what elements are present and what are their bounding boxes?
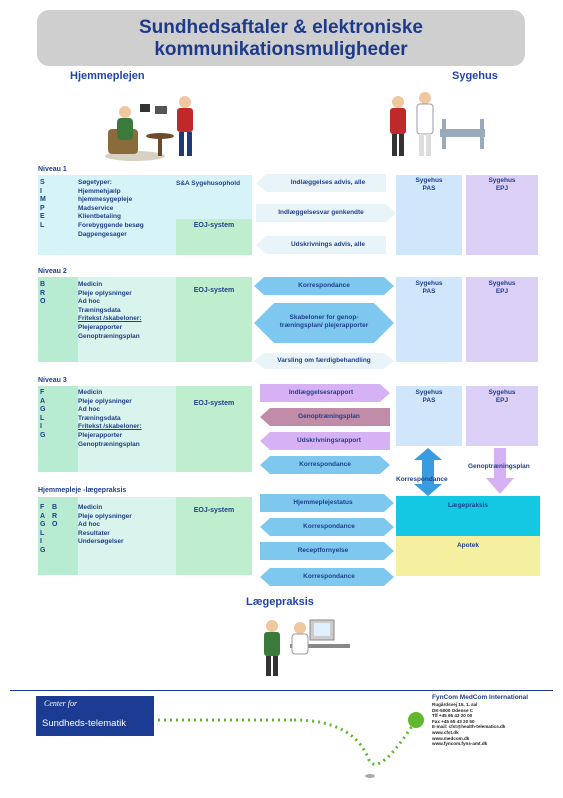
footer-divider	[10, 690, 553, 691]
level1-sa-label: S&A Sygehusophold	[176, 180, 241, 187]
arrow-indlaeggelses-advis: Indlæggelses advis, alle	[290, 179, 366, 186]
level3-vertical-arrows	[414, 448, 514, 496]
apotek-box: Apotek	[396, 536, 540, 576]
level3-arrows	[260, 384, 390, 474]
header-laegepraksis: Lægepraksis	[246, 596, 314, 608]
doctor-illustration	[264, 619, 350, 676]
level1-label: Niveau 1	[38, 166, 67, 173]
logo-center-for: Center for	[44, 699, 78, 708]
home-care-illustration	[105, 96, 193, 161]
level3-korrespondance-label: Korrespondance	[396, 476, 448, 483]
level4-letter-strip	[38, 497, 78, 575]
level4-eoj: EOJ-system	[176, 497, 252, 575]
level2-arrows	[254, 277, 394, 369]
arrow-indlaeggelsesvar: Indlæggelsesvar genkendte	[278, 209, 364, 216]
arrow-genoptraeningsplan: Genoptræningsplan	[298, 413, 360, 420]
arrow-korrespondance-l2: Korrespondance	[298, 282, 350, 289]
level3-genoptraeningsplan-label: Genoptræningsplan	[468, 463, 530, 470]
dotted-connector	[158, 712, 424, 778]
logo-sundheds-telematik: Sundheds-telematik	[42, 718, 126, 729]
arrow-indlaeggelsesrapport: Indlæggelsesrapport	[288, 389, 354, 396]
level4-label: Hjemmepleje -lægepraksis	[38, 487, 127, 494]
header-hjemmeplejen: Hjemmeplejen	[70, 70, 145, 82]
title-banner: Sundhedsaftaler & elektroniske kommunika…	[37, 10, 525, 66]
arrow-korrespondance-l4a: Korrespondance	[303, 523, 355, 530]
level1-eoj: EOJ-system	[176, 219, 252, 255]
cfst-logo: Center for Sundheds-telematik	[36, 696, 154, 736]
level1-arrows	[256, 174, 396, 254]
laegepraksis-box: Lægepraksis	[396, 496, 540, 536]
level2-eoj: EOJ-system	[176, 277, 252, 362]
arrow-udskrivningsrapport: Udskrivningsrapport	[297, 437, 361, 444]
arrow-korrespondance-l3: Korrespondance	[299, 461, 351, 468]
arrow-receptfornyelse: Receptfornyelse	[297, 547, 349, 554]
arrow-korrespondance-l4b: Korrespondance	[303, 573, 355, 580]
level4-arrows	[260, 494, 394, 586]
level2-label: Niveau 2	[38, 268, 67, 275]
title-line-2: kommunikationsmuligheder	[154, 39, 408, 60]
level2-letter-strip	[38, 277, 78, 362]
level3-letter-strip	[38, 386, 78, 472]
arrow-hjemmeplejestatus: Hjemmeplejestatus	[293, 499, 353, 506]
title-line-1: Sundhedsaftaler & elektroniske	[138, 17, 424, 38]
arrow-udskrivnings-advis: Udskrivnings advis, alle	[290, 241, 366, 248]
header-sygehus: Sygehus	[452, 70, 498, 82]
level3-eoj: EOJ-system	[176, 386, 252, 472]
level3-label: Niveau 3	[38, 377, 67, 384]
footer-org: FynCom MedCom International	[432, 694, 529, 701]
arrow-varsling: Varsling om færdigbehandling	[277, 357, 371, 364]
arrow-skabeloner: Skabeloner for genop-træningsplan/ pleje…	[279, 314, 369, 329]
hospital-illustration	[390, 92, 485, 156]
